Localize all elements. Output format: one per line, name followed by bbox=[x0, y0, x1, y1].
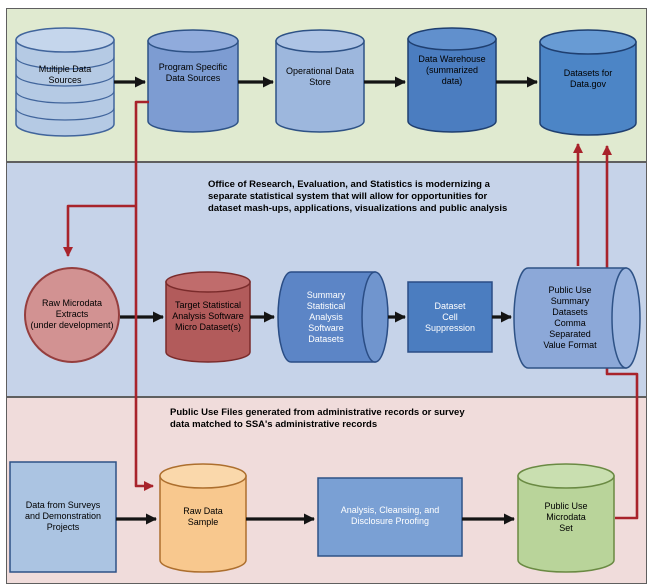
node-target-statistical-analysis bbox=[165, 271, 251, 363]
node-program-specific-data-sources bbox=[147, 29, 239, 133]
label-data-warehouse: Data Warehouse (summarized data) bbox=[418, 54, 486, 86]
node-raw-data-sample bbox=[159, 463, 247, 573]
middle-band-note: Office of Research, Evaluation, and Stat… bbox=[208, 179, 508, 214]
label-multiple-data-sources: Multiple Data Sources bbox=[38, 64, 92, 85]
label-data-from-surveys: Data from Surveys and Demonstration Proj… bbox=[24, 500, 102, 532]
label-public-use-microdata-set: Public Use Microdata Set bbox=[544, 501, 588, 533]
node-datasets-for-data-gov bbox=[539, 29, 637, 136]
label-summary-statistical-analysis: Summary Statistical Analysis Software Da… bbox=[306, 290, 346, 344]
label-target-statistical-analysis: Target Statistical Analysis Software Mic… bbox=[172, 300, 244, 332]
label-datasets-for-data-gov: Datasets for Data.gov bbox=[563, 68, 613, 89]
node-raw-microdata-extracts bbox=[24, 267, 120, 363]
node-data-warehouse bbox=[407, 27, 497, 133]
label-dataset-cell-suppression: Dataset Cell Suppression bbox=[424, 301, 476, 333]
label-operational-data-store: Operational Data Store bbox=[285, 66, 355, 87]
node-multiple-data-sources bbox=[15, 27, 115, 137]
arrow-program-to-raw-data-sample bbox=[134, 100, 154, 491]
label-raw-data-sample: Raw Data Sample bbox=[183, 506, 223, 527]
node-summary-statistical-analysis bbox=[277, 271, 389, 363]
node-dataset-cell-suppression bbox=[407, 281, 493, 353]
node-operational-data-store bbox=[275, 29, 365, 133]
node-analysis-cleansing-disclosure bbox=[317, 477, 463, 557]
node-public-use-microdata-set bbox=[517, 463, 615, 573]
node-data-from-surveys bbox=[9, 461, 117, 573]
label-public-use-summary-datasets: Public Use Summary Datasets Comma Separa… bbox=[543, 285, 597, 350]
bottom-band-note: Public Use Files generated from administ… bbox=[170, 407, 465, 430]
label-raw-microdata-extracts: Raw Microdata Extracts (under developmen… bbox=[30, 298, 114, 330]
label-program-specific-data-sources: Program Specific Data Sources bbox=[158, 62, 228, 83]
node-public-use-summary-datasets bbox=[513, 267, 641, 369]
arrow-program-to-raw-microdata bbox=[63, 204, 136, 257]
label-analysis-cleansing-disclosure: Analysis, Cleansing, and Disclosure Proo… bbox=[340, 505, 440, 526]
